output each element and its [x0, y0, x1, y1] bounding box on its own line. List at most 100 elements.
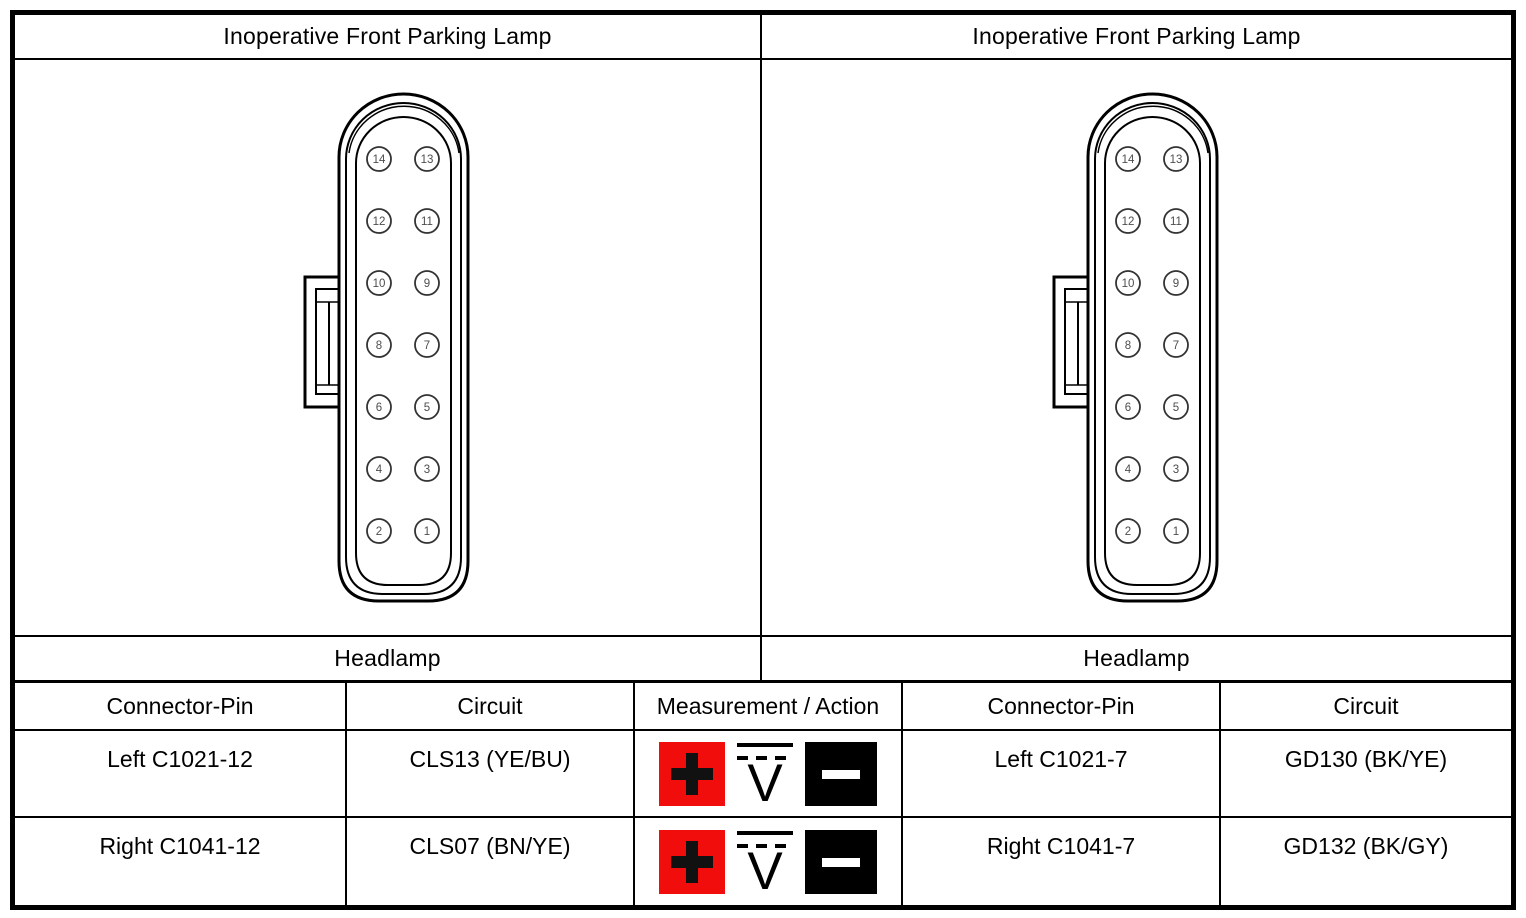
- negative-lead-icon: [805, 741, 877, 806]
- table-header-row: Connector-Pin Circuit Measurement / Acti…: [15, 683, 1511, 731]
- pin-3-label: 3: [423, 464, 429, 476]
- title-row: Inoperative Front Parking Lamp Inoperati…: [15, 15, 1511, 60]
- pin-3-label: 3: [1172, 464, 1178, 476]
- panel-title-right: Inoperative Front Parking Lamp: [972, 23, 1301, 49]
- dc-voltmeter-icon: V: [737, 830, 793, 901]
- pin-12-label: 12: [372, 216, 385, 228]
- pin-8-label: 8: [1124, 340, 1130, 352]
- pin-14-label: 14: [1121, 154, 1134, 166]
- connector-pin-cell: Right C1041-7: [901, 818, 1219, 905]
- headlamp-connector-diagram: 14 13 12 11 10 9 8 7 6 5 4 3 2 1: [1052, 92, 1218, 603]
- pin-1-label: 1: [1172, 526, 1178, 538]
- pin-1: [413, 518, 440, 544]
- pin-6-label: 6: [375, 402, 381, 414]
- pin-4: [1114, 456, 1141, 482]
- connector-latch-tab: [303, 275, 342, 409]
- pin-13: [413, 146, 440, 172]
- pin-8-label: 8: [375, 340, 381, 352]
- pin-4-label: 4: [375, 464, 382, 476]
- pin-14: [1114, 146, 1141, 172]
- dc-dashed-line: [737, 843, 793, 848]
- circuit-cell: CLS07 (BN/YE): [345, 818, 633, 905]
- pin-5-label: 5: [1172, 402, 1178, 414]
- measurement-action-cell: V: [633, 818, 901, 905]
- pin-2-label: 2: [375, 526, 381, 538]
- pin-7: [413, 332, 440, 358]
- pin-14-label: 14: [372, 154, 385, 166]
- pin-2: [1114, 518, 1141, 544]
- panel-title-left: Inoperative Front Parking Lamp: [15, 15, 762, 58]
- connector-figure-right: 14 13 12 11 10 9 8 7 6 5 4 3 2 1: [762, 60, 1511, 635]
- connector-body: [337, 92, 469, 603]
- circuit-cell: CLS13 (YE/BU): [345, 731, 633, 816]
- pin-1-label: 1: [423, 526, 429, 538]
- pin-13-label: 13: [1169, 154, 1182, 166]
- pin-9-label: 9: [423, 278, 429, 290]
- pin-3: [1162, 456, 1189, 482]
- measurement-action-cell: V: [633, 731, 901, 816]
- pin-1: [1162, 518, 1189, 544]
- pin-9: [1162, 270, 1189, 296]
- pin-2-label: 2: [1124, 526, 1130, 538]
- dc-voltmeter-icon: V: [737, 742, 793, 813]
- pin-10: [1114, 270, 1141, 296]
- header-measurement-action: Measurement / Action: [633, 683, 901, 729]
- circuit-cell: GD130 (BK/YE): [1219, 731, 1511, 816]
- pin-12-label: 12: [1121, 216, 1134, 228]
- caption-row: Headlamp Headlamp: [15, 637, 1511, 683]
- pin-4: [365, 456, 392, 482]
- positive-lead-icon: [659, 741, 725, 806]
- pin-9-label: 9: [1172, 278, 1178, 290]
- pin-7-label: 7: [1172, 340, 1178, 352]
- pin-7-label: 7: [423, 340, 429, 352]
- pin-9: [413, 270, 440, 296]
- pin-13: [1162, 146, 1189, 172]
- dc-dashed-line: [737, 755, 793, 760]
- pin-10-label: 10: [372, 278, 385, 290]
- pin-3: [413, 456, 440, 482]
- pin-2: [365, 518, 392, 544]
- voltmeter-letter: V: [747, 841, 783, 901]
- header-connector-pin-left: Connector-Pin: [106, 692, 254, 719]
- pin-10: [365, 270, 392, 296]
- pin-4-label: 4: [1124, 464, 1131, 476]
- pin-6: [365, 394, 392, 420]
- headlamp-connector-diagram: 14 13 12 11 10 9 8 7 6 5 4 3 2 1: [303, 92, 469, 603]
- positive-lead-icon: [659, 829, 725, 894]
- header-connector-pin-right: Connector-Pin: [901, 683, 1219, 729]
- pin-8: [365, 332, 392, 358]
- pin-13-label: 13: [420, 154, 433, 166]
- pin-11: [413, 208, 440, 234]
- pin-11: [1162, 208, 1189, 234]
- pin-6: [1114, 394, 1141, 420]
- connector-figure-left: 14 13 12 11 10 9 8 7 6 5 4 3 2 1: [15, 60, 762, 635]
- connector-pin-cell: Right C1041-12: [99, 833, 261, 859]
- dc-solid-line: [737, 742, 793, 747]
- connector-latch-tab: [1052, 275, 1091, 409]
- pin-grid: 14 13 12 11 10 9 8 7 6 5 4 3 2 1: [365, 146, 440, 544]
- pin-5: [413, 394, 440, 420]
- header-circuit-right: Circuit: [1219, 683, 1511, 729]
- table-row: Right C1041-12 CLS07 (BN/YE) V Ri: [15, 818, 1511, 905]
- pin-5: [1162, 394, 1189, 420]
- caption-headlamp-left: Headlamp: [15, 637, 762, 680]
- pin-6-label: 6: [1124, 402, 1130, 414]
- pin-7: [1162, 332, 1189, 358]
- connector-pin-cell: Left C1021-12: [107, 746, 253, 772]
- table-row: Left C1021-12 CLS13 (YE/BU) V Lef: [15, 731, 1511, 818]
- pin-11-label: 11: [1170, 216, 1182, 228]
- pin-10-label: 10: [1121, 278, 1134, 290]
- pin-12: [1114, 208, 1141, 234]
- connector-body: [1086, 92, 1218, 603]
- connector-pin-cell: Left C1021-7: [901, 731, 1219, 816]
- negative-lead-icon: [805, 829, 877, 894]
- circuit-cell: GD132 (BK/GY): [1219, 818, 1511, 905]
- dc-solid-line: [737, 830, 793, 835]
- pin-8: [1114, 332, 1141, 358]
- pin-14: [365, 146, 392, 172]
- pin-11-label: 11: [421, 216, 433, 228]
- voltmeter-letter: V: [747, 753, 783, 813]
- pin-5-label: 5: [423, 402, 429, 414]
